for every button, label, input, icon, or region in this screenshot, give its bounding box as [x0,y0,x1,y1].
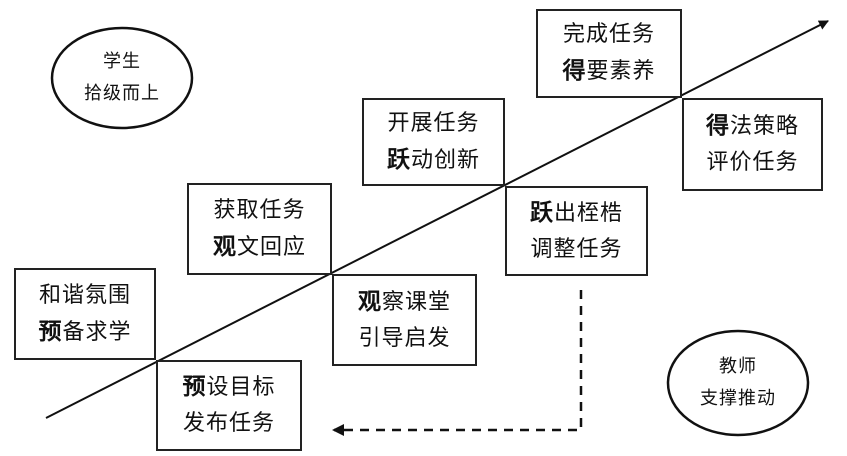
teacher-step-4-box: 得法策略 评价任务 [682,98,823,191]
student-ellipse [50,26,194,130]
teacher-step-1-action: 预设目标 [182,374,276,400]
teacher-step-4-action: 得法策略 [705,113,799,139]
student-step-4-task: 完成任务 [562,22,655,47]
student-step-4-box: 完成任务 得要素养 [536,9,682,98]
teacher-label: 教师 支撑推动 [668,331,808,435]
student-step-3-box: 开展任务 跃动创新 [362,98,505,186]
student-step-3-task: 开展任务 [387,110,480,136]
teacher-step-2-action: 观察课堂 [357,288,451,315]
student-step-1-task: 和谐氛围 [38,282,131,308]
teacher-step-3-task: 调整任务 [530,236,623,262]
feedback-dashed-arrow [332,290,583,436]
student-title: 学生 [103,51,141,72]
teacher-step-3-box: 跃出桎梏 调整任务 [505,186,648,276]
teacher-step-3-action: 跃出桎梏 [529,199,623,226]
teacher-step-2-task: 引导启发 [358,325,451,351]
student-label: 学生 拾级而上 [52,28,192,128]
teacher-title: 教师 [719,356,757,377]
teacher-step-4-task: 评价任务 [706,150,799,175]
teacher-step-1-box: 预设目标 发布任务 [156,360,302,451]
student-step-1-box: 和谐氛围 预备求学 [14,268,156,360]
student-step-2-box: 获取任务 观文回应 [187,183,332,275]
student-step-1-action: 预备求学 [38,318,132,345]
student-step-4-action: 得要素养 [562,58,656,84]
teacher-step-1-task: 发布任务 [182,411,275,436]
student-subtitle: 拾级而上 [84,83,160,104]
progress-arrow [45,20,829,419]
student-step-2-action: 观文回应 [212,233,306,260]
student-step-2-task: 获取任务 [213,197,306,223]
teacher-step-2-box: 观察课堂 引导启发 [332,274,477,366]
teacher-ellipse [666,329,810,437]
student-step-3-action: 跃动创新 [386,146,480,173]
teacher-subtitle: 支撑推动 [700,388,776,409]
